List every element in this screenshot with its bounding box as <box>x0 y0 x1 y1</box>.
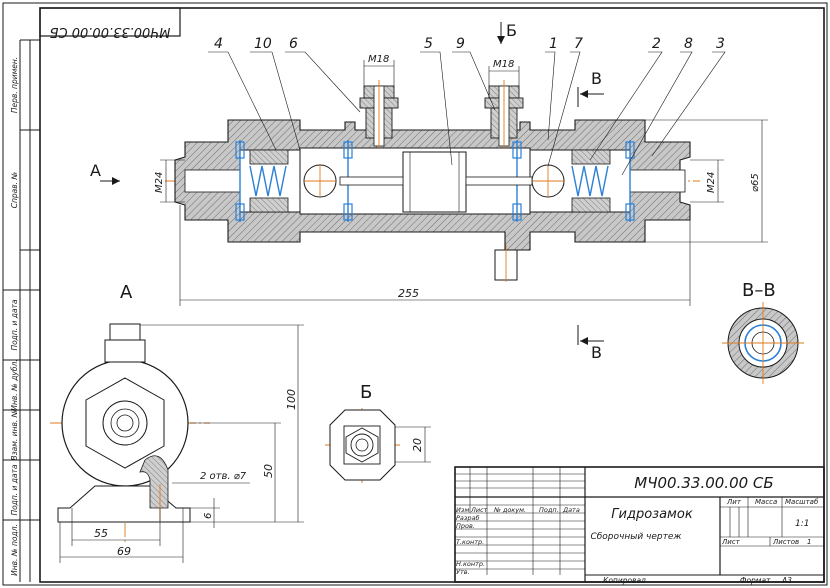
tb-hdr-sign: Подп. <box>539 506 559 514</box>
side-label-inv-podl: Инв. № подл. <box>10 524 19 576</box>
tb-format-value: А3 <box>781 576 792 585</box>
sheet-inner-frame <box>39 7 825 583</box>
side-label-podp1: Подп. и дата <box>10 299 19 350</box>
tb-hdr-list: Лист <box>470 506 488 514</box>
callout-1: 1 <box>549 36 558 52</box>
callout-10: 10 <box>254 36 272 52</box>
section-v-top-label: В <box>591 69 602 88</box>
section-vv-title: В–В <box>742 280 776 301</box>
tb-sheet: Лист <box>721 538 741 546</box>
title-block: Изм Лист № докум. Подп. Дата Разраб Пров… <box>454 466 825 585</box>
tb-doc-type: Сборочный чертеж <box>590 532 682 542</box>
side-label-inv-dubl: Инв. № дубл. <box>10 359 19 410</box>
tb-hdr-date: Дата <box>562 506 580 514</box>
dim-w55: 55 <box>94 527 108 540</box>
dim-dia65: ⌀65 <box>750 173 761 192</box>
dim-t6: 6 <box>203 513 214 519</box>
left-side-strip: Перв. примен. Справ. № Подп. и дата Инв.… <box>3 39 40 582</box>
view-a-title: А <box>120 282 133 303</box>
callout-7: 7 <box>574 36 583 52</box>
dim-holes: 2 отв. ⌀7 <box>200 471 247 482</box>
tb-razrab: Разраб <box>456 514 479 522</box>
top-stamp-code: МЧ00.33.00.00 СБ <box>50 24 171 39</box>
callout-4: 4 <box>214 36 223 52</box>
dim-h100: 100 <box>285 389 298 410</box>
dim-w69: 69 <box>117 545 131 558</box>
view-arrow-b-label: Б <box>506 21 517 40</box>
tb-utv: Утв. <box>456 568 470 576</box>
top-rotated-stamp: МЧ00.33.00.00 СБ <box>39 7 181 39</box>
tb-nkontr: Н.контр. <box>456 560 485 568</box>
tb-sheets-count: 1 <box>807 538 811 546</box>
view-arrow-a-label: А <box>90 161 101 180</box>
side-label-sprav: Справ. № <box>10 172 19 209</box>
dim-m24-left: М24 <box>154 172 165 193</box>
dim-h50: 50 <box>262 464 275 478</box>
view-b: Б 20 <box>325 382 431 483</box>
callout-2: 2 <box>652 36 661 52</box>
view-b-title: Б <box>360 382 372 403</box>
tb-name: Гидрозамок <box>611 507 693 522</box>
side-label-perv: Перв. примен. <box>10 57 19 113</box>
dim-len255: 255 <box>398 287 419 300</box>
tb-prov: Пров. <box>456 522 475 530</box>
callout-9: 9 <box>456 36 465 52</box>
dim-m18-left: М18 <box>368 54 389 65</box>
tb-hdr-izm: Изм <box>456 506 469 514</box>
main-section-view: 4 10 6 5 9 1 7 2 8 3 А Б В В <box>90 21 768 362</box>
callout-3: 3 <box>716 36 725 52</box>
section-vv: В–В <box>722 280 804 384</box>
callout-6: 6 <box>289 36 298 52</box>
dim-m18-right: М18 <box>493 59 514 70</box>
tb-col-mass: Масса <box>755 498 777 506</box>
tb-col-lit: Лит <box>726 498 742 506</box>
callout-5: 5 <box>424 36 433 52</box>
dim-b20: 20 <box>411 438 424 452</box>
tb-code: МЧ00.33.00.00 СБ <box>634 474 773 492</box>
view-a: А 100 50 55 69 <box>50 282 304 563</box>
tb-scale-value: 1:1 <box>795 519 809 529</box>
tb-copied: Копировал <box>603 576 646 585</box>
side-label-vzam: Взам. инв. № <box>10 409 19 460</box>
tb-hdr-doc: № докум. <box>493 506 526 514</box>
callout-8: 8 <box>684 36 693 52</box>
tb-format: Формат <box>740 576 771 585</box>
tb-sheets: Листов <box>772 538 799 546</box>
side-label-podp2: Подп. и дата <box>10 464 19 515</box>
dim-m24-right: М24 <box>706 172 717 193</box>
tb-col-scale: Масштаб <box>785 498 819 506</box>
section-v-bottom-label: В <box>591 343 602 362</box>
tb-tkontr: Т.контр. <box>456 538 484 546</box>
